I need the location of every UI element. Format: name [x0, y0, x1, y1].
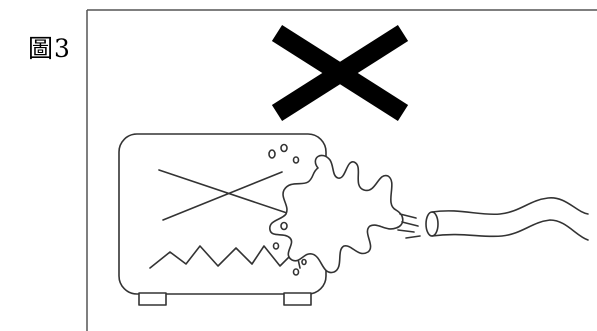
hose-icon	[426, 198, 588, 240]
x-icon	[277, 33, 403, 113]
